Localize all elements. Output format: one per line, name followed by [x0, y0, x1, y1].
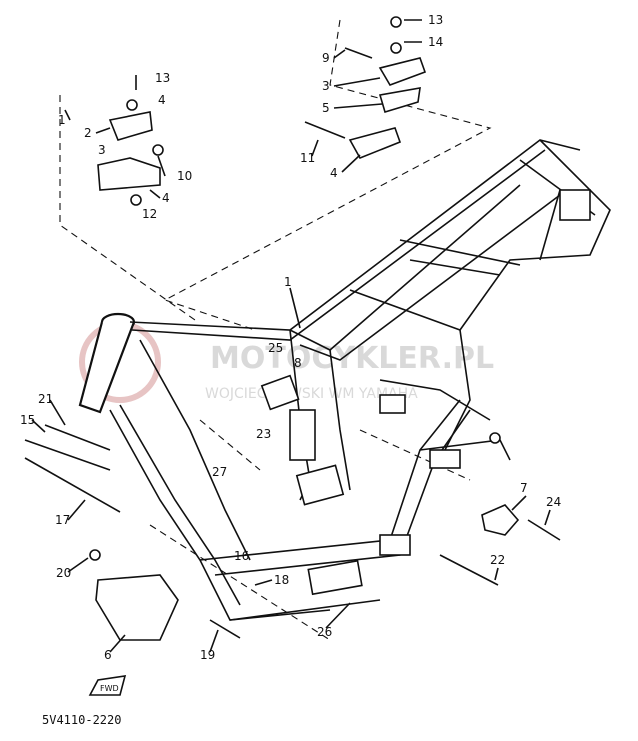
fwd-arrow-icon: FWD — [88, 675, 127, 696]
callout-4-left: 4 — [162, 191, 170, 205]
callout-2: 2 — [84, 126, 92, 140]
watermark-subtitle: WOJCIECHOWSKI WM YAMAHA — [205, 386, 418, 402]
callout-1-left: 1 — [58, 113, 66, 127]
callout-22: 22 — [490, 553, 505, 567]
engine-mount-brackets-left — [97, 75, 164, 206]
callout-27: 27 — [212, 465, 227, 479]
fwd-label: FWD — [100, 684, 119, 693]
callout-15: 15 — [20, 413, 35, 427]
callout-6: 6 — [104, 648, 112, 662]
callout-17: 17 — [55, 513, 70, 527]
bolts-left — [24, 424, 121, 513]
callout-12: 12 — [142, 207, 157, 221]
callout-20: 20 — [56, 566, 71, 580]
callout-18: 18 — [274, 573, 289, 587]
callout-25: 25 — [268, 341, 283, 355]
callout-8: 8 — [294, 356, 302, 370]
callout-24: 24 — [546, 495, 561, 509]
callout-1-frame: 1 — [284, 275, 292, 289]
callout-leaders — [31, 19, 551, 653]
watermark: MOTOCYKLER.PL WOJCIECHOWSKI WM YAMAHA — [79, 321, 494, 403]
callout-labels: 13 14 9 3 5 11 4 13 4 1 2 3 10 5 4 12 1 … — [20, 13, 561, 662]
callout-11: 11 — [300, 151, 315, 165]
callout-4-left-top: 4 — [158, 93, 166, 107]
callout-14-top: 14 — [428, 35, 443, 49]
callout-5-top: 5 — [322, 101, 330, 115]
callout-21: 21 — [38, 392, 53, 406]
callout-7: 7 — [520, 481, 528, 495]
engine-mount-brackets-top — [304, 16, 427, 160]
callout-16: 16 — [234, 549, 249, 563]
callout-10: 10 — [177, 169, 192, 183]
rear-bracket — [439, 504, 561, 586]
callout-9: 9 — [322, 51, 330, 65]
dashed-leaders — [59, 19, 492, 641]
callout-13-top: 13 — [428, 13, 443, 27]
callout-19: 19 — [200, 648, 215, 662]
callout-23: 23 — [256, 427, 271, 441]
callout-4-top: 4 — [330, 166, 338, 180]
side-cover — [89, 549, 241, 641]
callout-26: 26 — [317, 625, 332, 639]
main-frame — [78, 139, 611, 621]
callout-13-left: 13 — [155, 71, 170, 85]
watermark-brand: MOTOCYKLER.PL — [210, 341, 494, 376]
part-code: 5V4110-2220 — [42, 713, 121, 727]
callout-3-top: 3 — [322, 79, 330, 93]
callout-3-left: 3 — [98, 143, 106, 157]
